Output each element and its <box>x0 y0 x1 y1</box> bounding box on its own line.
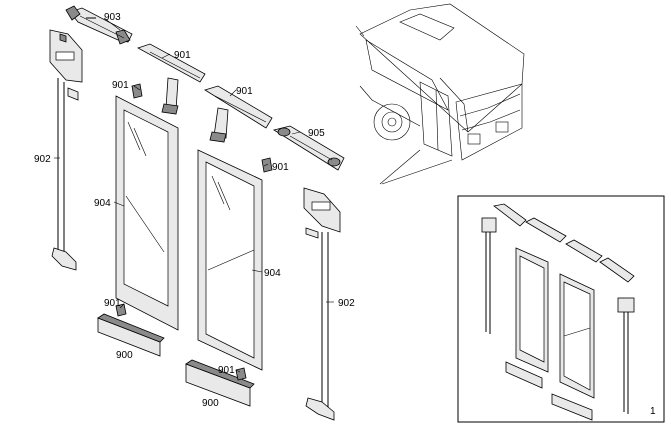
callout-902-left: 902 <box>34 154 51 165</box>
callout-901-b: 901 <box>112 80 129 91</box>
callout-905: 905 <box>308 128 325 139</box>
upper-mechanism-903 <box>65 5 133 45</box>
door-leaf-904-left <box>115 95 179 331</box>
threshold-900-right <box>185 359 255 407</box>
right-rail-902 <box>303 187 341 421</box>
inset-overview: 1 <box>457 195 665 423</box>
left-rail-902 <box>49 29 83 271</box>
callout-901-f: 901 <box>218 365 235 376</box>
callout-901-d: 901 <box>272 162 289 173</box>
callout-900-left: 900 <box>116 350 133 361</box>
door-drive-905 <box>272 125 345 171</box>
fastener-901-bottom-left <box>115 303 127 317</box>
fastener-901-top <box>131 83 143 99</box>
callout-904-right: 904 <box>264 268 281 279</box>
callout-901-c: 901 <box>236 86 253 97</box>
rail-segment-901-a <box>137 43 206 115</box>
callout-901-e: 901 <box>104 298 121 309</box>
callout-902-right: 902 <box>338 298 355 309</box>
leader-lines <box>54 17 334 373</box>
fastener-901-bottom-right <box>235 367 247 381</box>
callout-903: 903 <box>104 12 121 23</box>
threshold-900-left <box>97 313 165 357</box>
fastener-901-right <box>261 157 273 173</box>
bus-front-illustration <box>355 3 525 185</box>
door-leaf-904-right <box>197 149 263 371</box>
callout-900-right: 900 <box>202 398 219 409</box>
callout-904-left: 904 <box>94 198 111 209</box>
inset-label: 1 <box>650 406 656 417</box>
callout-901-a: 901 <box>174 50 191 61</box>
rail-segment-901-b <box>204 85 273 143</box>
